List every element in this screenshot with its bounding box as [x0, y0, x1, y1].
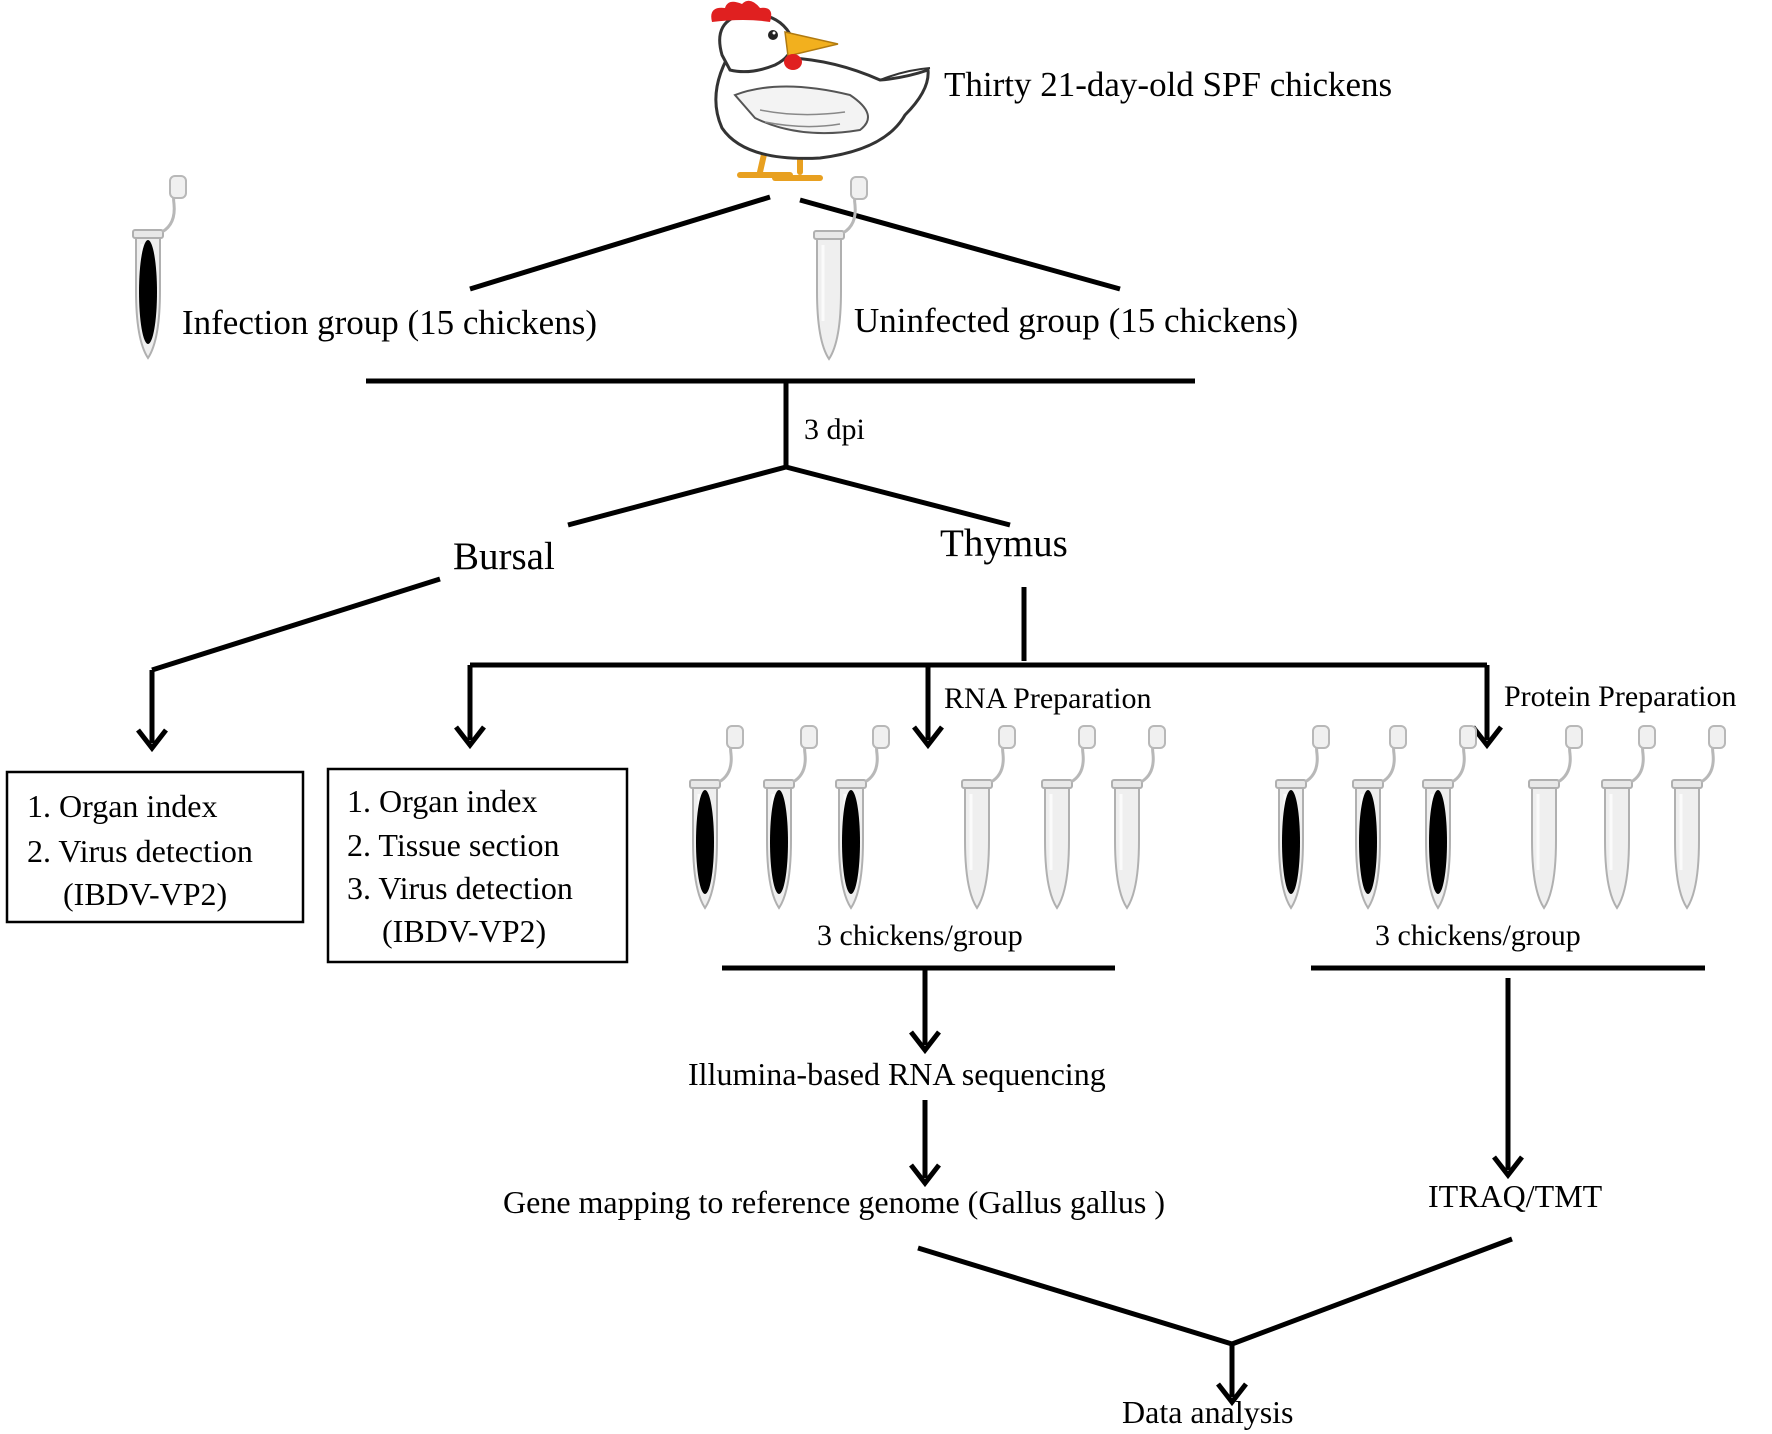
infection-group-label: Infection group (15 chickens) — [182, 303, 597, 342]
bursal-arrowhead — [136, 728, 168, 753]
itraq-tmt-label: ITRAQ/TMT — [1428, 1178, 1603, 1214]
thymus-item-1: 1. Organ index — [347, 783, 537, 819]
chicken-wing — [733, 85, 869, 135]
chicken-beak — [784, 31, 839, 57]
subjects-label: Thirty 21-day-old SPF chickens — [944, 65, 1392, 104]
protein-tube-infected-1 — [1276, 726, 1329, 908]
gene-mapping-label: Gene mapping to reference genome (Gallus… — [503, 1184, 1165, 1220]
rna-tube-infected-3 — [836, 726, 889, 908]
bursal-item-3: (IBDV-VP2) — [63, 876, 227, 912]
rna-arrowhead — [912, 725, 944, 750]
timepoint-label: 3 dpi — [804, 413, 865, 446]
infected-tube-icon — [133, 176, 186, 358]
chicken-eye — [768, 30, 778, 40]
data-analysis-label: Data analysis — [1122, 1394, 1294, 1430]
rna-tube-infected-1 — [690, 726, 743, 908]
rna-tube-uninfected-2 — [1040, 724, 1097, 910]
rna-samples-label: 3 chickens/group — [817, 919, 1023, 952]
thymus-item-3: 3. Virus detection — [347, 870, 573, 906]
protein-prep-label: Protein Preparation — [1504, 680, 1736, 713]
bursal-item-1: 1. Organ index — [27, 788, 217, 824]
rna-tube-uninfected-3 — [1110, 724, 1167, 910]
bursal-label: Bursal — [453, 535, 555, 578]
group-split-lines — [469, 194, 1121, 292]
thymus-label: Thymus — [940, 522, 1068, 565]
rna-tube-infected-2 — [764, 726, 817, 908]
final-merge-lines — [917, 1236, 1513, 1397]
thymus-item-2: 2. Tissue section — [347, 827, 559, 863]
chicken-comb — [711, 0, 772, 23]
protein-sample-tubes — [1276, 724, 1727, 910]
final-arrowhead — [1216, 1382, 1248, 1407]
uninfected-group-label: Uninfected group (15 chickens) — [854, 301, 1298, 340]
chicken-wattle — [784, 54, 802, 70]
protein-arrowhead — [1471, 725, 1503, 750]
rna-sequencing-label: Illumina-based RNA sequencing — [688, 1056, 1106, 1092]
rna-arrowhead-2 — [909, 1163, 941, 1188]
protein-tube-infected-3 — [1423, 726, 1476, 908]
rna-arrowhead-1 — [909, 1030, 941, 1055]
protein-tube-uninfected-2 — [1600, 724, 1657, 910]
thymus-box-arrowhead — [454, 725, 486, 750]
merge-lines — [366, 378, 1195, 528]
bursal-results-box — [5, 770, 305, 924]
bursal-item-2: 2. Virus detection — [27, 833, 253, 869]
protein-tube-infected-2 — [1353, 726, 1406, 908]
thymus-item-4: (IBDV-VP2) — [382, 913, 546, 949]
protein-arrowhead — [1492, 1155, 1524, 1180]
thymus-results-box — [326, 767, 629, 964]
chicken-illustration — [711, 0, 931, 181]
protein-tube-uninfected-3 — [1670, 724, 1727, 910]
rna-sample-tubes — [690, 724, 1167, 910]
rna-prep-label: RNA Preparation — [944, 682, 1151, 715]
protein-tube-uninfected-1 — [1527, 724, 1584, 910]
bursal-arrow — [149, 576, 441, 743]
rna-tube-uninfected-1 — [960, 724, 1017, 910]
thymus-branch-lines — [467, 587, 1490, 740]
protein-samples-label: 3 chickens/group — [1375, 919, 1581, 952]
